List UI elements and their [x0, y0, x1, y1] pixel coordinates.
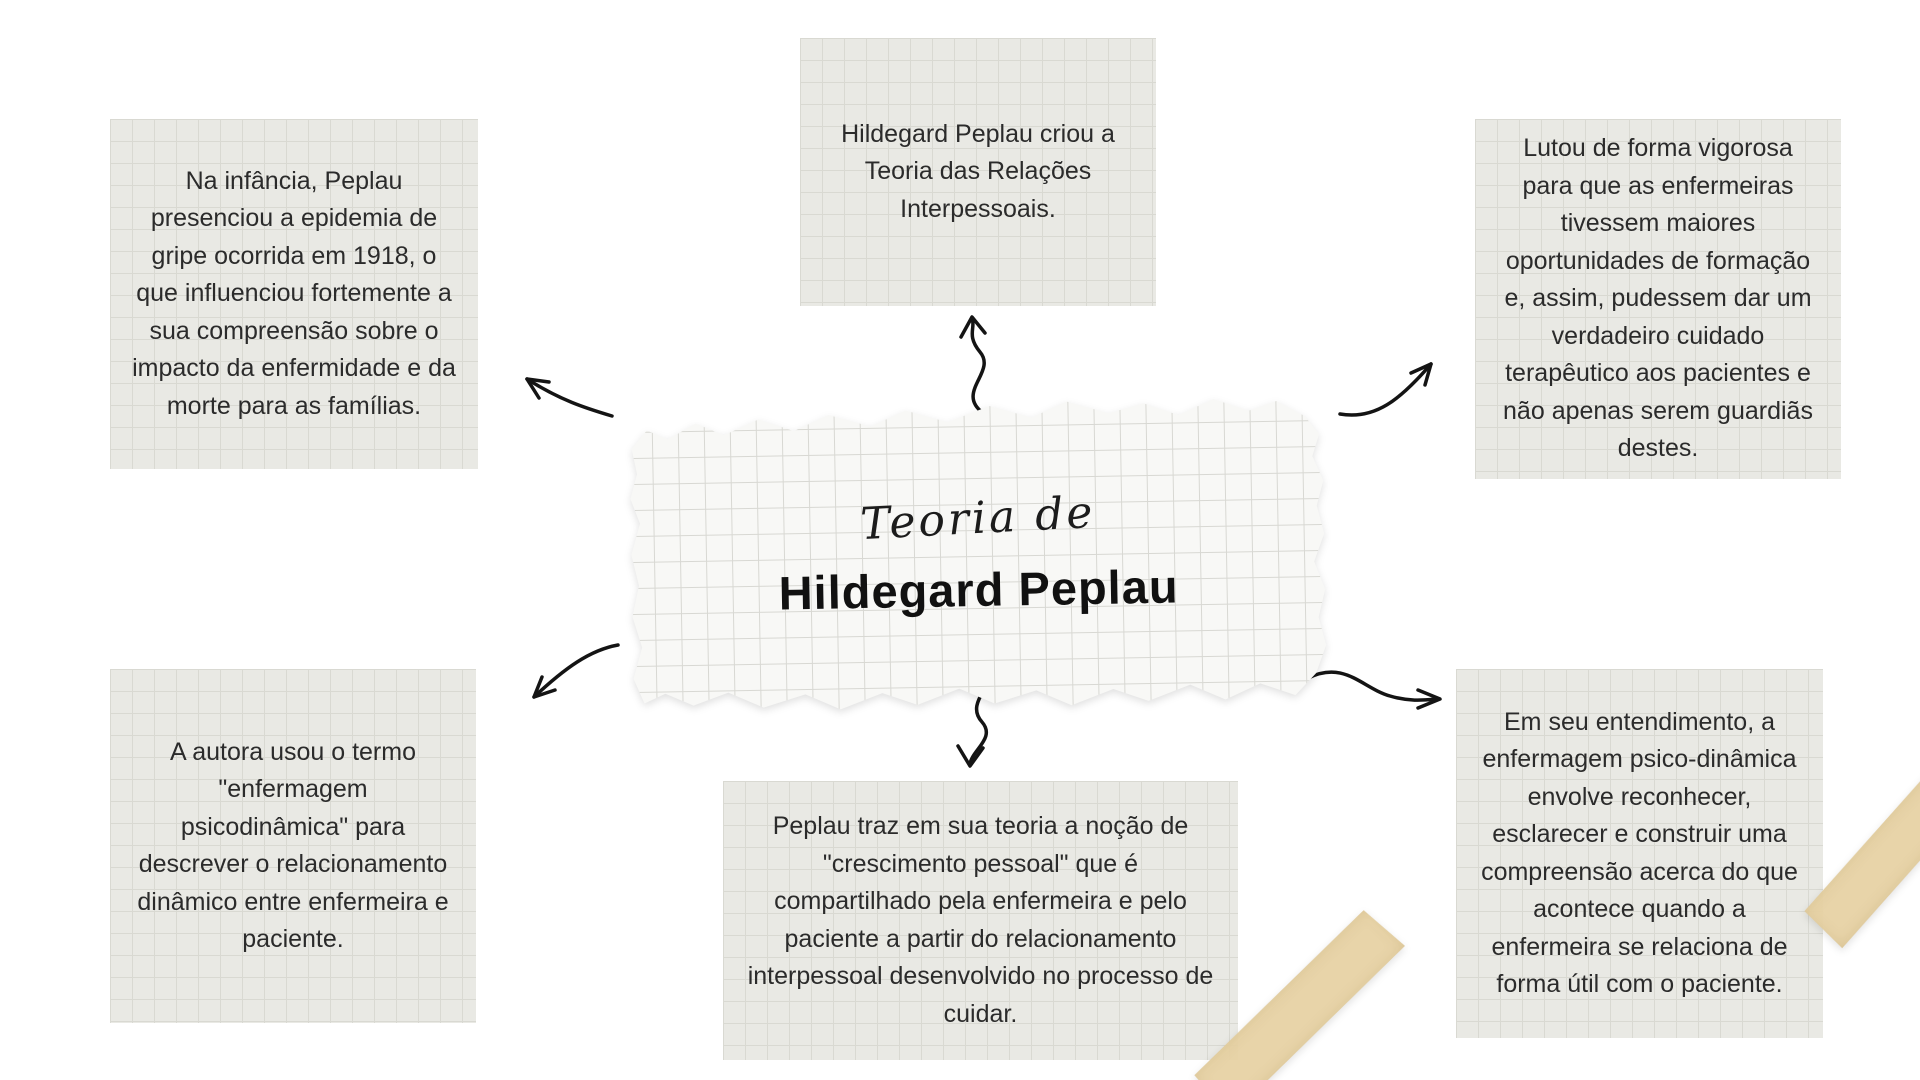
arrow-to-top-right — [1338, 362, 1433, 417]
note-text: Hildegard Peplau criou a Teoria das Rela… — [841, 119, 1115, 223]
note-text: Em seu entendimento, a enfermagem psico-… — [1481, 707, 1798, 999]
arrow-to-bottom-left — [532, 643, 620, 699]
note-theory-creation: Hildegard Peplau criou a Teoria das Rela… — [800, 38, 1156, 306]
note-psychodynamic-nursing-term: A autora usou o termo "enfermagem psicod… — [110, 669, 476, 1023]
note-text: A autora usou o termo "enfermagem psicod… — [137, 737, 449, 954]
arrow-to-top-center — [959, 315, 987, 415]
note-nurse-education-advocacy: Lutou de forma vigorosa para que as enfe… — [1475, 119, 1841, 479]
note-text: Na infância, Peplau presenciou a epidemi… — [132, 166, 456, 420]
note-personal-growth: Peplau traz em sua teoria a noção de "cr… — [723, 781, 1238, 1060]
note-childhood-epidemic: Na infância, Peplau presenciou a epidemi… — [110, 119, 478, 469]
page-title: Hildegard Peplau — [778, 559, 1179, 620]
torn-graph-paper: Teoria de Hildegard Peplau — [625, 394, 1330, 716]
note-text: Lutou de forma vigorosa para que as enfe… — [1503, 134, 1813, 463]
center-title-paper: Teoria de Hildegard Peplau — [628, 400, 1328, 710]
note-psychodynamic-understanding: Em seu entendimento, a enfermagem psico-… — [1456, 669, 1823, 1038]
arrow-to-top-left — [525, 377, 614, 418]
script-subtitle: Teoria de — [858, 486, 1097, 551]
note-text: Peplau traz em sua teoria a noção de "cr… — [747, 812, 1214, 1028]
